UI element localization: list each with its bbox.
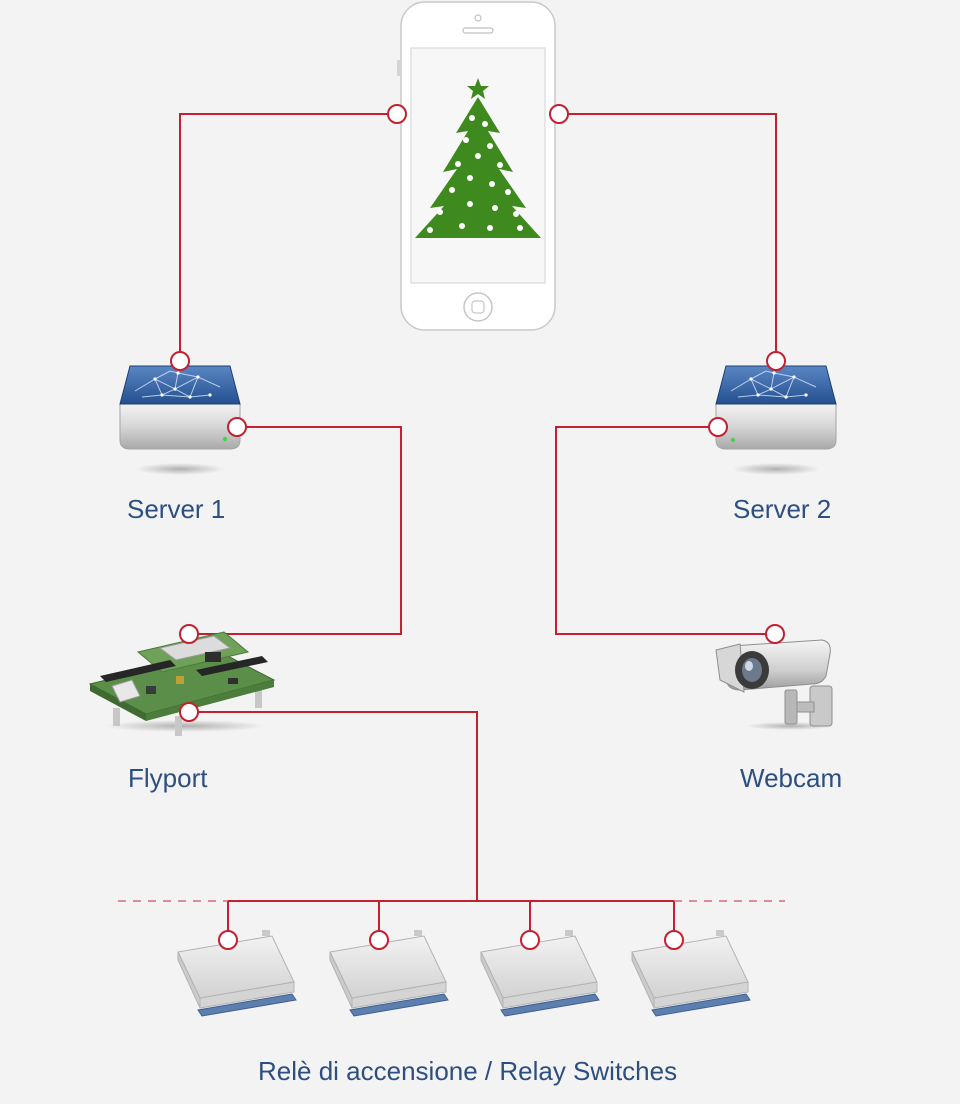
port-phone-left <box>387 104 407 124</box>
relay-module-3 <box>480 930 600 1017</box>
server-1-label: Server 1 <box>127 494 226 524</box>
port-webcam <box>765 624 785 644</box>
server-1-icon <box>119 365 241 475</box>
server-2-icon <box>715 365 837 475</box>
webcam-label: Webcam <box>740 763 843 793</box>
port-relay-1 <box>218 930 238 950</box>
port-phone-right <box>549 104 569 124</box>
relay-module-4 <box>631 930 751 1017</box>
connection-wires <box>179 113 777 940</box>
flyport-label: Flyport <box>128 763 208 793</box>
connection-ports <box>170 104 786 950</box>
security-camera-icon <box>715 639 834 730</box>
smartphone-icon <box>397 1 556 331</box>
relay-module-1 <box>177 930 297 1017</box>
wire-flyport-relay-bus <box>189 711 478 901</box>
wire-server2-webcam <box>555 426 775 635</box>
port-relay-4 <box>664 930 684 950</box>
relay-module-2 <box>329 930 449 1017</box>
port-server2-top <box>766 351 786 371</box>
server-2-label: Server 2 <box>733 494 832 524</box>
christmas-tree-icon <box>415 78 541 238</box>
port-flyport-top <box>179 624 199 644</box>
wire-phone-server2 <box>559 113 777 361</box>
wire-server1-flyport <box>189 426 402 635</box>
flyport-board-icon <box>88 631 276 736</box>
port-relay-3 <box>520 930 540 950</box>
port-server1-side <box>227 417 247 437</box>
port-server1-top <box>170 351 190 371</box>
relay-switches-label: Relè di accensione / Relay Switches <box>258 1056 678 1086</box>
port-relay-2 <box>369 930 389 950</box>
port-flyport-bottom <box>179 702 199 722</box>
port-server2-side <box>708 417 728 437</box>
wire-phone-server1 <box>179 113 397 361</box>
